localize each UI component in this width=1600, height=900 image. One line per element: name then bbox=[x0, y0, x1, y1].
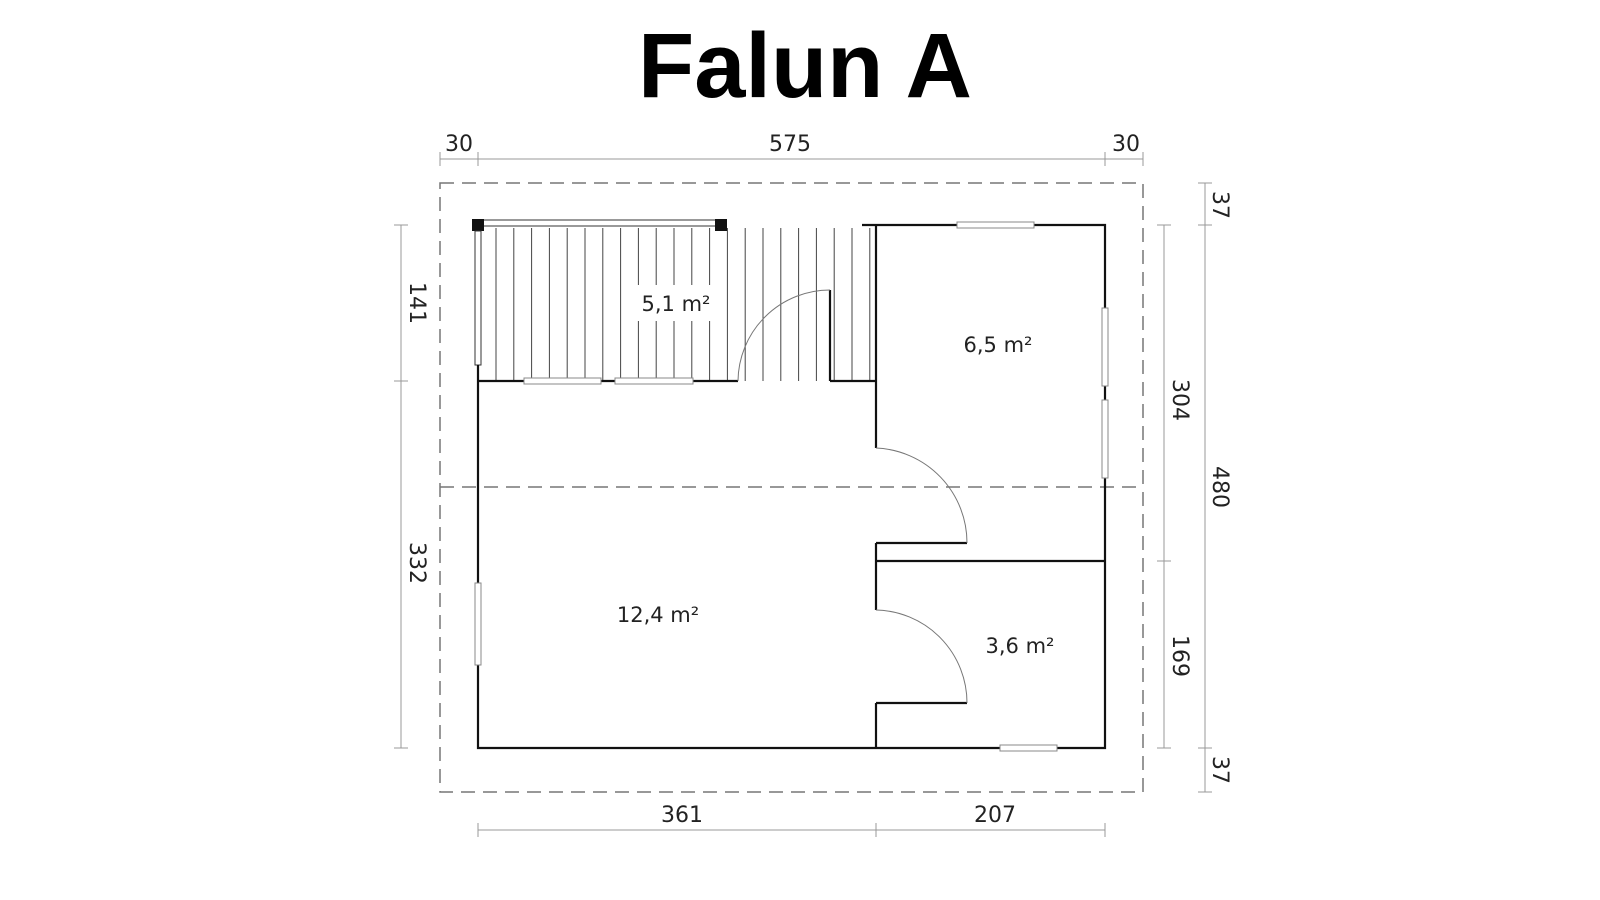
area-label-bg bbox=[636, 285, 720, 321]
window bbox=[1101, 307, 1109, 387]
window bbox=[523, 377, 602, 385]
window bbox=[956, 221, 1035, 229]
terrace-door-swing bbox=[737, 289, 831, 382]
dim-right-lower: 169 bbox=[1167, 635, 1192, 677]
area-bathroom: 3,6 m² bbox=[986, 634, 1055, 658]
area-bedroom: 6,5 m² bbox=[964, 333, 1033, 357]
dim-top-right: 30 bbox=[1112, 132, 1140, 157]
window bbox=[474, 582, 482, 666]
plan-title: Falun A bbox=[638, 15, 972, 117]
terrace-railing bbox=[474, 230, 482, 366]
bottom-dimension: 361 207 bbox=[477, 803, 1106, 837]
bedroom-door-swing bbox=[875, 447, 968, 544]
dim-right-total: 480 bbox=[1207, 466, 1232, 508]
dim-left-terrace: 141 bbox=[404, 282, 429, 324]
dim-right-top-overhang: 37 bbox=[1207, 191, 1232, 219]
window bbox=[999, 744, 1058, 752]
dim-bottom-left: 361 bbox=[661, 803, 703, 828]
area-terrace: 5,1 m² bbox=[642, 292, 711, 316]
dim-bottom-right: 207 bbox=[974, 803, 1016, 828]
left-dimension: 141 332 bbox=[394, 224, 429, 749]
dim-top-left: 30 bbox=[445, 132, 473, 157]
area-living: 12,4 m² bbox=[617, 603, 699, 627]
terrace-post bbox=[715, 219, 727, 231]
right-dimension: 304 169 bbox=[1157, 224, 1192, 749]
dim-top-width: 575 bbox=[769, 132, 811, 157]
window bbox=[614, 377, 694, 385]
terrace-post bbox=[472, 219, 484, 231]
window bbox=[1101, 399, 1109, 479]
dim-right-upper: 304 bbox=[1167, 379, 1192, 421]
bathroom-door-swing bbox=[875, 609, 968, 704]
dim-right-bottom-overhang: 37 bbox=[1207, 756, 1232, 784]
windows bbox=[474, 221, 1109, 752]
top-dimension: 30 575 30 bbox=[439, 132, 1144, 166]
dim-left-main: 332 bbox=[404, 542, 429, 584]
right-outer-dimension: 37 480 37 bbox=[1198, 182, 1232, 793]
